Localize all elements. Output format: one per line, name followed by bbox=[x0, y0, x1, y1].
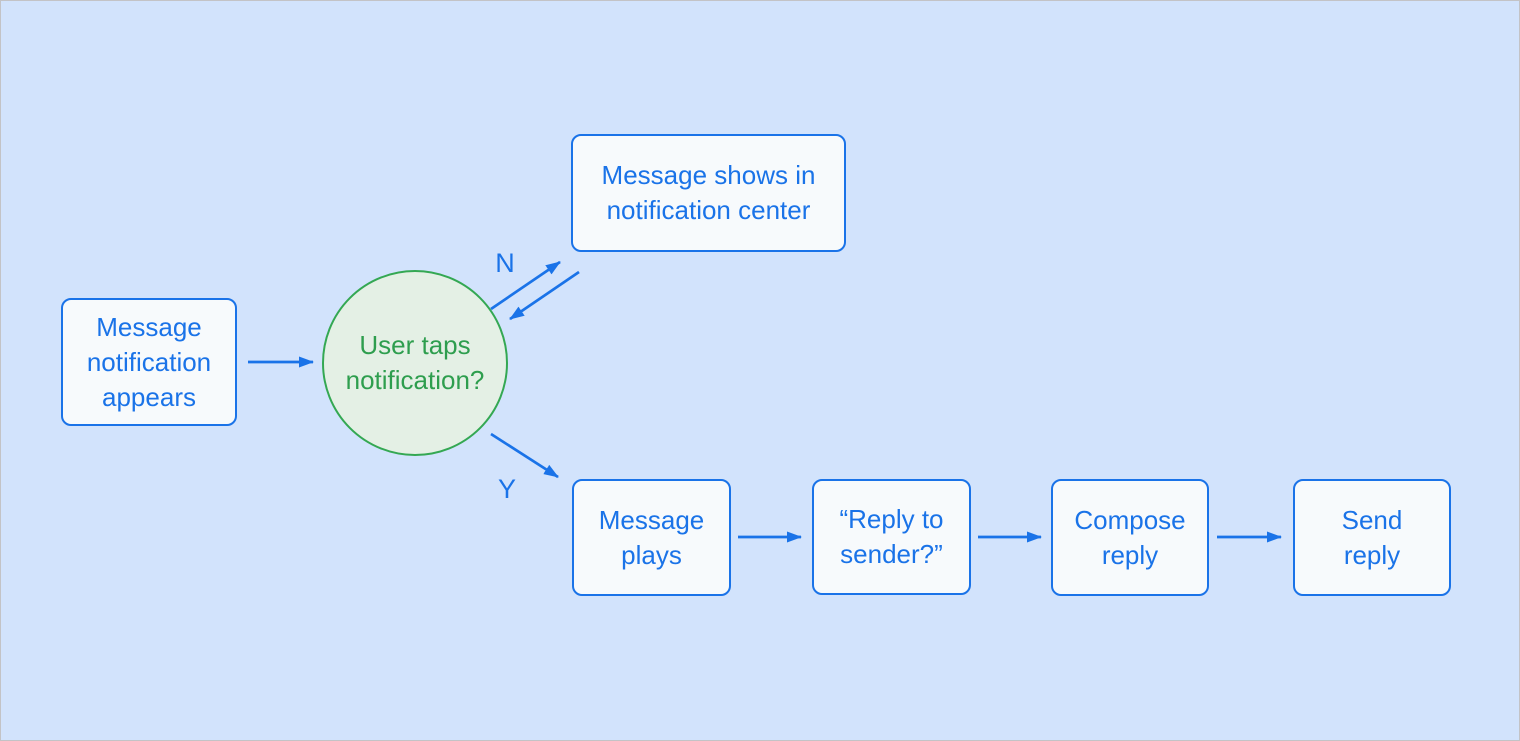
node-label: “Reply to sender?” bbox=[839, 504, 944, 569]
node-reply-to-sender: “Reply to sender?” bbox=[812, 479, 971, 595]
node-label: Message plays bbox=[598, 504, 705, 570]
edge-label-no: N bbox=[495, 248, 515, 278]
node-message-plays: Message plays bbox=[572, 479, 731, 596]
edge-decision-to-message-plays bbox=[490, 432, 559, 479]
edge-notification-center-to-decision bbox=[509, 270, 580, 321]
node-label: Message shows in notification center bbox=[601, 160, 816, 225]
node-label: Compose reply bbox=[1074, 504, 1186, 570]
node-message-notification-appears: Message notification appears bbox=[61, 298, 237, 426]
node-send-reply: Send reply bbox=[1293, 479, 1451, 596]
node-label: Send reply bbox=[1341, 504, 1403, 570]
node-message-shows-in-notification-center: Message shows in notification center bbox=[571, 134, 846, 252]
decision-user-taps-notification: User taps notification? bbox=[322, 270, 508, 456]
node-compose-reply: Compose reply bbox=[1051, 479, 1209, 596]
node-label: Message notification appears bbox=[86, 311, 212, 412]
edge-label-yes: Y bbox=[497, 474, 516, 504]
node-label: User taps notification? bbox=[345, 330, 485, 395]
